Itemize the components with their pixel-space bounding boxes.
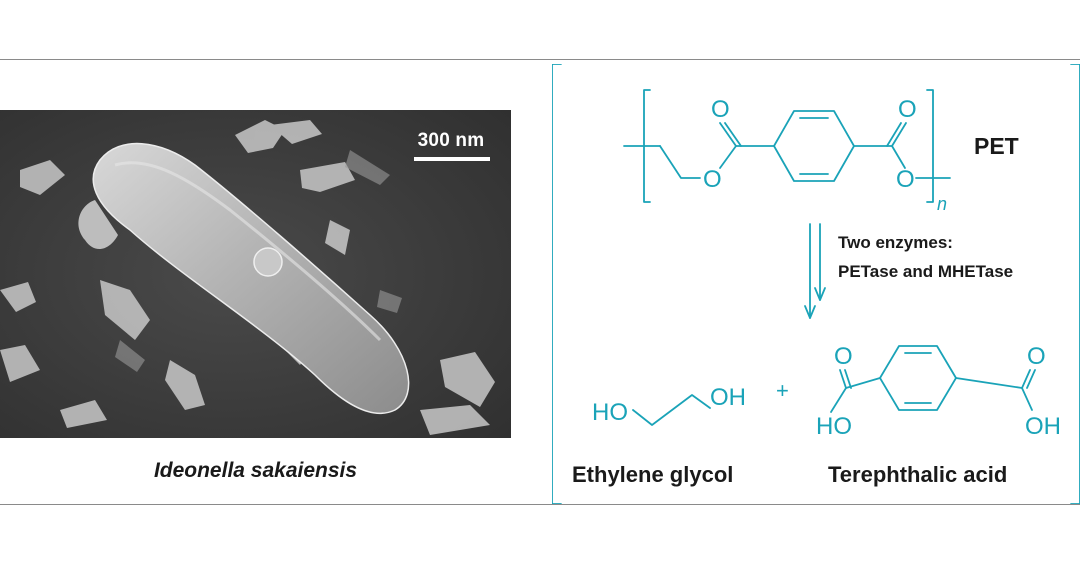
terephthalic-acid-structure: [830, 345, 1036, 413]
bottom-divider: [0, 504, 1080, 505]
terephthalic-acid-label: Terephthalic acid: [828, 462, 1008, 487]
frame-right-bracket: [1070, 63, 1080, 505]
reaction-arrow: [804, 223, 826, 319]
ethylene-glycol-label: Ethylene glycol: [572, 462, 734, 487]
plus-sign: +: [776, 378, 789, 403]
ta-hydroxyl-left: HO: [816, 413, 852, 440]
pet-repeat-n: n: [937, 194, 947, 214]
ta-carbonyl-o-left: O: [834, 343, 853, 370]
organism-caption: Ideonella sakaiensis: [153, 459, 358, 482]
ta-carbonyl-o-right: O: [1027, 343, 1046, 370]
eg-hydroxyl-left: HO: [592, 399, 628, 426]
pet-ester-o-right: O: [896, 166, 915, 193]
scale-bar: [414, 157, 490, 161]
pet-carbonyl-o-left: O: [711, 96, 730, 123]
bacterium-image: [0, 110, 511, 438]
electron-micrograph: [0, 110, 511, 438]
ethylene-glycol-structure: [632, 394, 711, 426]
pet-ester-o-left: O: [703, 166, 722, 193]
frame-left-bracket: [551, 63, 562, 505]
eg-hydroxyl-right: OH: [710, 384, 746, 411]
enzyme-label-line-2: PETase and MHETase: [838, 262, 1014, 281]
enzyme-label-line-1: Two enzymes:: [838, 233, 953, 252]
reaction-scheme: O O O O n HO OH + O HO O OH: [551, 63, 1080, 505]
pet-right-bracket: [926, 89, 934, 203]
reaction-panel: O O O O n HO OH + O HO O OH: [551, 63, 1080, 505]
pet-carbonyl-o-right: O: [898, 96, 917, 123]
scale-bar-label: 300 nm: [417, 130, 485, 151]
top-divider: [0, 59, 1080, 60]
pet-structure: [623, 110, 951, 182]
pet-label: PET: [974, 133, 1019, 159]
ta-hydroxyl-right: OH: [1025, 413, 1061, 440]
